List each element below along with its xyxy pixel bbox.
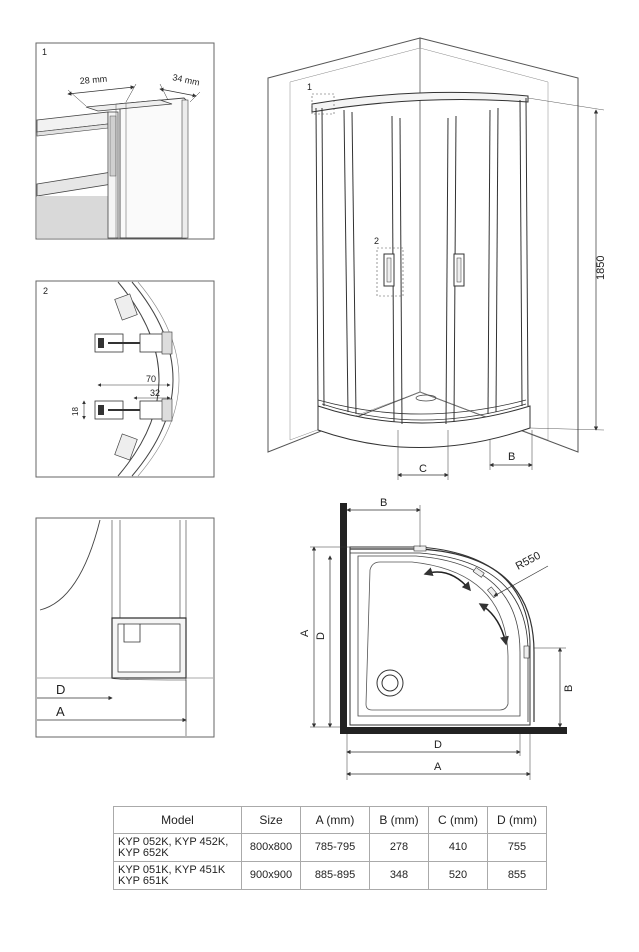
plan-dim-d-left: D <box>315 632 327 640</box>
row-1-a: 785-795 <box>300 833 370 862</box>
callout-2: 2 <box>374 236 379 246</box>
callout-1: 1 <box>307 82 312 92</box>
detail-panel-3: D A <box>35 517 215 738</box>
panel-2-number: 2 <box>43 286 48 296</box>
detail-panel-2: 2 70 32 18 <box>35 280 215 478</box>
row-2-a: 885-895 <box>300 861 370 890</box>
row-1-d: 755 <box>487 833 547 862</box>
height-1850-label: 1850 <box>595 256 607 280</box>
table-row: KYP 052K, KYP 452K,KYP 652K 800x800 785-… <box>113 833 547 862</box>
dim-18-label: 18 <box>71 407 80 416</box>
dim-28mm-label: 28 mm <box>79 74 107 86</box>
row-2-d: 855 <box>487 861 547 890</box>
row-1-model-line1: KYP 052K, KYP 452K, <box>118 835 229 848</box>
col-b: B (mm) <box>369 806 429 834</box>
plan-dim-b-top: B <box>380 497 387 509</box>
row-2-model-line2: KYP 651K <box>118 874 169 887</box>
col-size: Size <box>241 806 301 834</box>
row-2-model-line1: KYP 051K, KYP 451K <box>118 863 226 876</box>
perspective-dim-b: B <box>508 451 515 463</box>
col-a: A (mm) <box>300 806 370 834</box>
dim-32-label: 32 <box>150 388 160 398</box>
detail-panel-1: 1 28 mm 34 mm <box>35 42 215 240</box>
plan-radius-label: R550 <box>514 550 543 573</box>
dimensions-table: Model Size A (mm) B (mm) C (mm) D (mm) K… <box>113 806 547 890</box>
row-1-size: 800x800 <box>241 833 301 862</box>
col-model: Model <box>113 806 242 834</box>
row-1-c: 410 <box>428 833 488 862</box>
table-header-row: Model Size A (mm) B (mm) C (mm) D (mm) <box>113 806 547 834</box>
panel-1-number: 1 <box>42 47 47 57</box>
plan-dim-d-bottom: D <box>434 739 442 751</box>
shower-plan-view: B R550 A D B D A <box>299 497 575 780</box>
plan-dim-a-bottom: A <box>434 761 442 773</box>
panel-3-dim-d: D <box>56 682 65 697</box>
plan-dim-a-left: A <box>299 629 311 637</box>
row-2-b: 348 <box>369 861 429 890</box>
row-1-model-line2: KYP 652K <box>118 846 169 859</box>
row-1-b: 278 <box>369 833 429 862</box>
col-d: D (mm) <box>487 806 547 834</box>
dim-70-label: 70 <box>146 374 156 384</box>
row-1-model: KYP 052K, KYP 452K,KYP 652K <box>113 833 242 862</box>
shower-perspective: 1 2 1850 B C <box>267 37 607 480</box>
perspective-dim-c: C <box>419 463 427 475</box>
panel-3-dim-a: A <box>56 704 65 719</box>
plan-dim-b-right: B <box>563 685 575 692</box>
row-2-c: 520 <box>428 861 488 890</box>
row-2-size: 900x900 <box>241 861 301 890</box>
col-c: C (mm) <box>428 806 488 834</box>
